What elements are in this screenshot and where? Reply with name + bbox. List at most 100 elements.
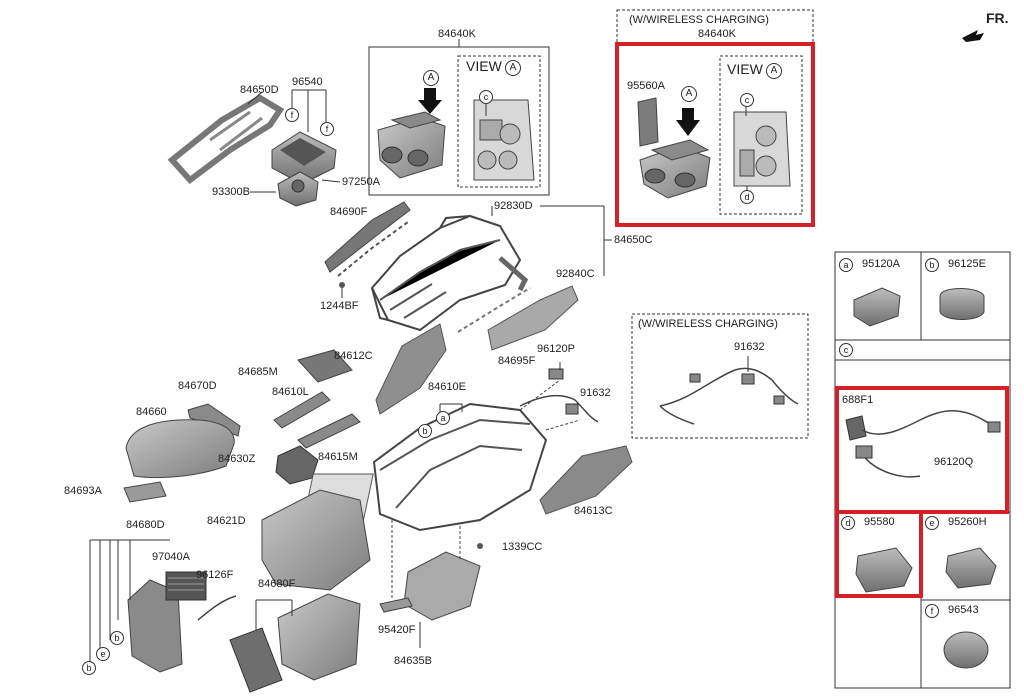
part-label-84695F: 84695F xyxy=(498,355,536,367)
view-label-wireless: VIEW xyxy=(727,61,763,77)
strip-84615M xyxy=(297,413,361,449)
lower-trim-84680F xyxy=(229,627,283,693)
callout-c: c xyxy=(479,90,493,104)
part-label-84650C: 84650C xyxy=(614,234,653,246)
view-arrow-callout-wireless: A xyxy=(681,86,697,102)
legend-part-688F1 xyxy=(845,415,867,441)
legend-part-95260H xyxy=(945,547,997,589)
legend-part-b: 96125E xyxy=(948,258,986,270)
part-label-96120P: 96120P xyxy=(537,343,575,355)
part-label-84650D: 84650D xyxy=(240,84,279,96)
callout-f-2: f xyxy=(320,122,334,136)
part-label-91632: 91632 xyxy=(580,387,611,399)
part-label-84630Z: 84630Z xyxy=(218,453,256,465)
part-label-84670D: 84670D xyxy=(178,380,217,392)
part-label-84621D: 84621D xyxy=(207,515,246,527)
legend-letter-d: d xyxy=(841,516,855,530)
harness-96126F xyxy=(197,595,237,621)
front-direction-label: FR. xyxy=(986,10,1009,26)
part-label-84660: 84660 xyxy=(136,406,167,418)
switch-panel-parts xyxy=(250,89,341,207)
callout-a: a xyxy=(436,411,450,425)
side-panel-84612C xyxy=(375,323,447,415)
console-frame-84650C xyxy=(370,205,612,332)
pad-84685M xyxy=(297,349,353,383)
legend-letter-a: a xyxy=(839,258,853,272)
connector-96120P xyxy=(548,368,564,380)
lower-bin-84621D xyxy=(261,489,371,591)
part-label-84690F: 84690F xyxy=(330,206,368,218)
part-label-96126F: 96126F xyxy=(196,569,234,581)
callout-b-1: b xyxy=(418,424,432,438)
wireless-tray-box xyxy=(615,9,815,227)
base-bracket-84635B xyxy=(403,551,481,621)
wireless-harness-box xyxy=(631,313,809,439)
part-label-96540: 96540 xyxy=(292,76,323,88)
tray-assembly-box xyxy=(368,39,550,196)
part-label-84610L: 84610L xyxy=(272,386,309,398)
tray-84630Z xyxy=(275,445,319,485)
legend-letter-e: e xyxy=(925,516,939,530)
view-arrow-callout: A xyxy=(423,70,439,86)
part-label-93300B: 93300B xyxy=(212,186,250,198)
legend-letter-b: b xyxy=(925,258,939,272)
callout-f-1: f xyxy=(285,108,299,122)
part-label-92830D: 92830D xyxy=(494,200,533,212)
callout-b-3: b xyxy=(82,661,96,675)
view-letter-callout-wireless: A xyxy=(766,63,782,79)
armrest-84660 xyxy=(125,419,235,478)
part-label-97250A: 97250A xyxy=(342,176,380,188)
legend-part-96543 xyxy=(943,631,989,669)
trim-strip-right xyxy=(457,287,531,333)
part-label-84693A: 84693A xyxy=(64,485,102,497)
legend-letter-c: c xyxy=(839,343,853,357)
legend-part-f: 96543 xyxy=(948,604,979,616)
part-label-97040A: 97040A xyxy=(152,551,190,563)
callout-d-wireless: d xyxy=(740,190,754,204)
strip-95420F xyxy=(379,597,413,613)
legend-table xyxy=(834,251,1011,689)
part-label-84685M: 84685M xyxy=(238,366,278,378)
trim-strip xyxy=(337,221,409,277)
legend-part-95120A xyxy=(853,287,901,327)
side-trim-84690F xyxy=(324,201,411,273)
part-label-84615M: 84615M xyxy=(318,451,358,463)
lower-box xyxy=(277,593,361,681)
vent-panel-84680D xyxy=(89,539,207,673)
view-letter-callout: A xyxy=(505,60,521,76)
wiring-harness-91632 xyxy=(519,394,599,423)
part-label-92840C: 92840C xyxy=(556,268,595,280)
part-label-84640K-wireless: 84640K xyxy=(698,28,736,40)
legend-part-e: 95260H xyxy=(948,516,987,528)
callout-c-wireless: c xyxy=(740,93,754,107)
trim-frame-84650D xyxy=(167,91,285,185)
view-direction-arrow-icon xyxy=(676,108,700,136)
clip-1339CC xyxy=(477,543,483,549)
screw-1244BF xyxy=(339,282,345,288)
part-label-84613C: 84613C xyxy=(574,505,613,517)
part-label-84610E: 84610E xyxy=(428,381,466,393)
side-panel-84613C xyxy=(539,445,633,515)
part-label-95560A: 95560A xyxy=(627,80,665,92)
front-direction-arrow-icon xyxy=(962,30,984,42)
part-label-1339CC: 1339CC xyxy=(502,541,543,553)
legend-part-a: 95120A xyxy=(862,258,900,270)
part-label-91632-wireless: 91632 xyxy=(734,341,765,353)
side-trim-84695F xyxy=(487,285,579,351)
wireless-title: (W/WIRELESS CHARGING) xyxy=(629,14,769,26)
part-label-84680F: 84680F xyxy=(258,578,296,590)
callout-e: e xyxy=(96,647,110,661)
part-label-95420F: 95420F xyxy=(378,624,416,636)
strip-84610L xyxy=(273,391,331,429)
assembly-guide-lines xyxy=(391,379,581,600)
legend-part-d: 95580 xyxy=(864,516,895,528)
view-label: VIEW xyxy=(466,58,502,74)
part-label-84680D: 84680D xyxy=(126,519,165,531)
part-label-1244BF: 1244BF xyxy=(320,300,359,312)
pad-84693A xyxy=(123,481,167,503)
legend-part-c-connector: 688F1 xyxy=(842,394,874,406)
part-label-84635B: 84635B xyxy=(394,655,432,667)
part-label-84640K: 84640K xyxy=(438,28,476,40)
